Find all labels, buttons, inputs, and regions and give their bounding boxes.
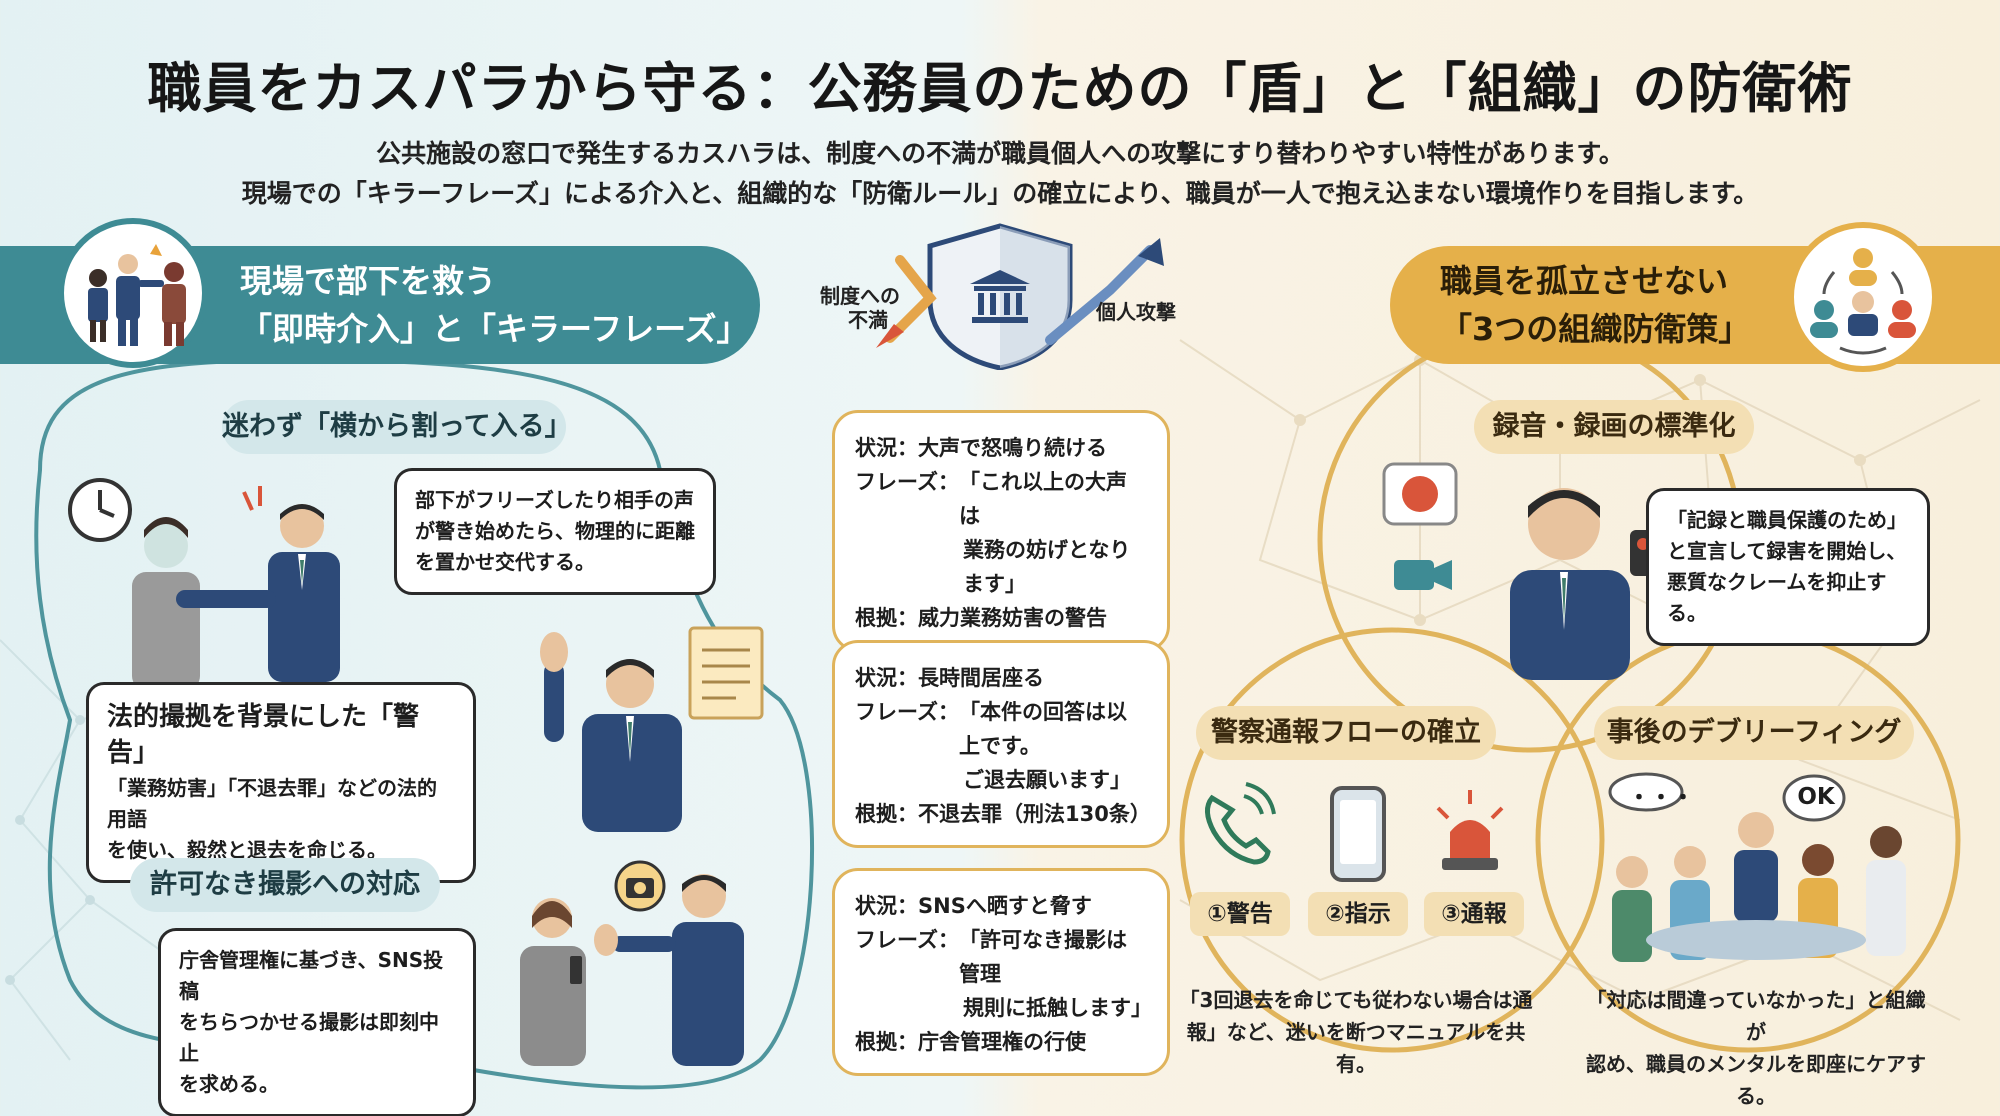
recording-bubble: 「記録と職員保護のため」 と宣言して録害を開始し、 悪質なクレームを抑止する。 [1646,488,1930,646]
debrief-caption-1: 「対応は間違っていなかった」と組織が [1586,988,1926,1044]
middle-card-2: 状況：長時間居座る フレーズ：「本件の回答は以上です。 ご退去願います」 根拠：… [832,640,1170,848]
police-flow-heading: 警察通報フローの確立 [1196,706,1496,760]
card-1-basis: 威力業務妨害の警告 [918,606,1107,630]
police-step-3: ③通報 [1424,892,1524,936]
debrief-bubble-ok: OK [1797,784,1835,810]
left-block-3-text-1: 庁舎管理権に基づき、SNS投稿 [179,948,444,1003]
right-banner-line-1: 職員を孤立させない [1440,262,1729,300]
right-banner-line-2: 「3つの組織防衛策」 [1440,310,1751,348]
debrief-caption-2: 認め、職員のメンタルを即座にケアする。 [1586,1052,1926,1108]
left-banner-line-2: 「即時介入」と「キラーフレーズ」 [240,310,749,348]
shield-building-icon [970,270,1030,323]
page-title: 職員をカスパラから守る：公務員のための「盾」と「組織」の防衛術 [147,57,1853,120]
recording-text-1: 「記録と職員保護のため」 [1667,508,1907,532]
shield-diagram [876,223,1164,370]
card-3-situation-label: 状況： [855,894,918,918]
smartphone-icon [1330,786,1386,882]
left-block-1-text-1: 部下がフリーズしたり相手の声 [415,488,694,512]
left-block-3-text-2: をちらつかせる撮影は即刻中止 [179,1010,439,1065]
middle-card-3: 状況：SNSへ晒すと脅す フレーズ：「許可なき撮影は管理 規則に抵触します」 根… [832,868,1170,1076]
card-3-situation: SNSへ晒すと脅す [918,894,1092,918]
left-block-2-text-1: 「業務妨害」「不退去罪」などの法的用語 [107,776,437,831]
card-2-phrase-label: フレーズ： [855,700,959,724]
warning-official-illustration [540,626,764,832]
middle-card-1: 状況：大声で怒鳴り続ける フレーズ：「これ以上の大声は 業務の妨げとなります」 … [832,410,1170,652]
police-caption-1: 「3回退去を命じても従わない場合は通 [1179,988,1533,1012]
center-label-dissatisfaction-2: 不満 [848,308,888,332]
document-icon [688,626,764,720]
card-2-situation-label: 状況： [855,666,918,690]
record-icon [1402,476,1438,512]
card-1-situation: 大声で怒鳴り続ける [918,436,1107,460]
organization-illustration [1788,222,1938,372]
card-1-basis-label: 根拠： [855,606,918,630]
debrief-meeting-illustration [1608,772,1906,962]
intervene-illustration [132,486,340,690]
card-3-phrase-label: フレーズ： [855,928,959,952]
card-3-basis: 庁舎管理権の行使 [918,1030,1086,1054]
center-label-personal-attack: 個人攻撃 [1096,300,1176,324]
left-block-1-text-3: を置かせ交代する。 [415,550,595,574]
police-caption-2: 報」など、迷いを断つマニュアルを共有。 [1186,1020,1526,1076]
phone-icon [1205,782,1276,865]
siren-icon [1436,790,1504,870]
left-block-3-heading: 許可なき撮影への対応 [130,858,440,912]
recording-heading: 録音・録画の標準化 [1474,400,1754,454]
card-2-basis-label: 根拠： [855,802,918,826]
card-1-phrase-2: 業務の妨げとなります」 [963,538,1131,596]
recording-text-2: と宣言して録害を開始し、 [1667,539,1907,563]
recording-illustration [1382,462,1656,680]
card-3-phrase-1: 「許可なき撮影は管理 [958,928,1127,986]
intervention-illustration [58,218,208,368]
card-1-situation-label: 状況： [855,436,918,460]
left-block-1-bubble: 部下がフリーズしたり相手の声 が警き始めたら、物理的に距離 を置かせ交代する。 [394,468,716,595]
left-block-2-heading: 法的撮拠を背景にした「警告」 [107,702,420,768]
left-block-1-heading: 迷わず「横から割って入る」 [222,400,572,454]
photo-block-illustration [520,860,744,1066]
center-label-dissatisfaction-1: 制度への [820,284,900,308]
police-step-2: ②指示 [1308,892,1408,936]
left-banner-line-1: 現場で部下を救う [240,262,497,300]
left-block-3-bubble: 庁舎管理権に基づき、SNS投稿 をちらつかせる撮影は即刻中止 を求める。 [158,928,476,1116]
recording-text-3: 悪質なクレームを抑止する。 [1667,570,1887,625]
debrief-bubble-dots: ・・・ [1628,786,1695,811]
police-caption: 「3回退去を命じても従わない場合は通 報」など、迷いを断つマニュアルを共有。 [1176,984,1536,1080]
team-cycle-icon [1810,248,1916,355]
card-1-phrase-label: フレーズ： [855,470,959,494]
left-block-1-text-2: が警き始めたら、物理的に距離 [415,519,695,543]
left-block-3-text-3: を求める。 [179,1072,279,1096]
card-3-basis-label: 根拠： [855,1030,918,1054]
card-3-phrase-2: 規則に抵触します」 [963,996,1152,1020]
police-step-1: ①警告 [1190,892,1290,936]
card-2-basis: 不退去罪（刑法130条） [918,802,1151,826]
left-block-2-bubble: 法的撮拠を背景にした「警告」 「業務妨害」「不退去罪」などの法的用語 を使い、毅… [86,682,476,883]
card-2-phrase-2: ご退去願います」 [963,768,1131,792]
intro-line-2: 現場での「キラーフレーズ」による介入と、組織的な「防衛ルール」の確立により、職員… [241,179,1759,208]
card-1-phrase-1: 「これ以上の大声は [958,470,1127,528]
video-camera-icon [1394,560,1434,590]
intro-line-1: 公共施設の窓口で発生するカスハラは、制度への不満が職員個人への攻撃にすり替わりや… [376,139,1624,168]
people-intervention-icon [88,244,186,346]
card-2-situation: 長時間居座る [918,666,1044,690]
clock-icon [68,478,132,542]
debrief-heading: 事後のデブリーフィング [1594,706,1914,760]
card-2-phrase-1: 「本件の回答は以上です。 [958,700,1127,758]
debrief-caption: 「対応は間違っていなかった」と組織が 認め、職員のメンタルを即座にケアする。 [1586,984,1926,1112]
